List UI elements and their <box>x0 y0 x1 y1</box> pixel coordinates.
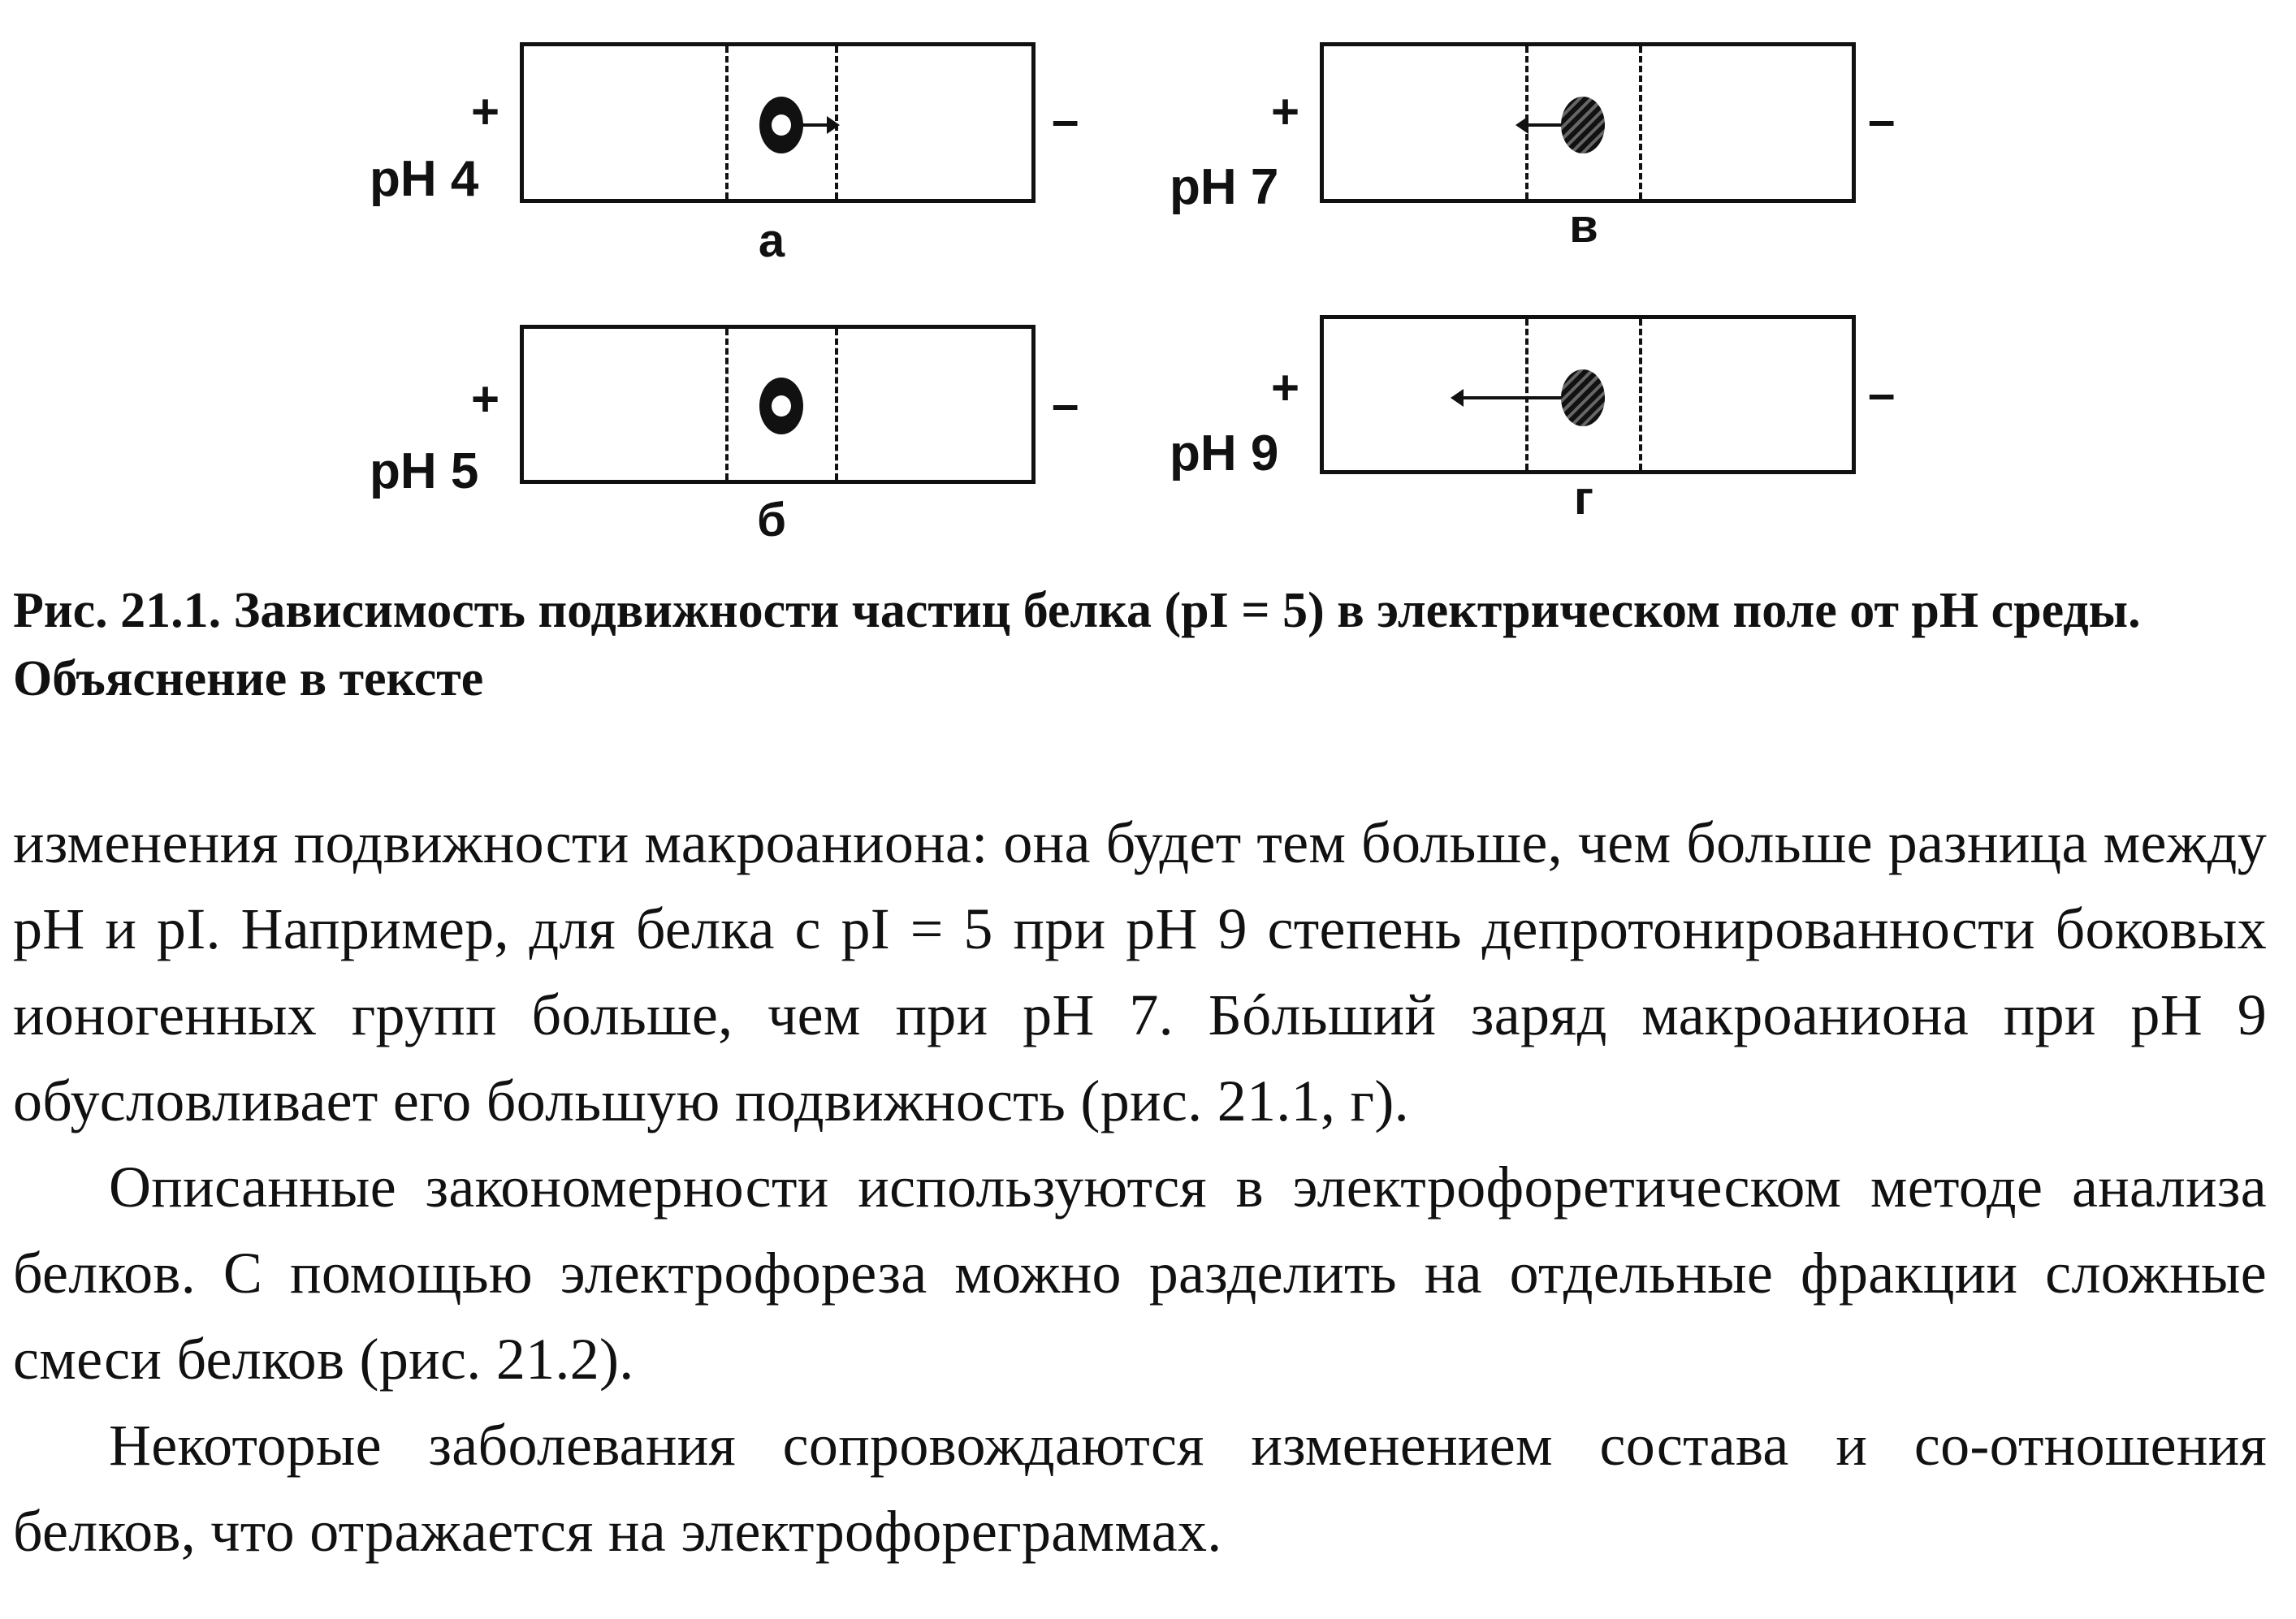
panel-letter: б <box>757 494 786 546</box>
gel-strip <box>520 325 1036 484</box>
ph-label: pH 7 <box>1170 159 1279 215</box>
plus-sign: + <box>1271 360 1300 415</box>
paragraph: Описанные закономерности используются в … <box>13 1155 2267 1392</box>
plus-sign: + <box>471 84 500 139</box>
electrophoresis-figure: + pH 4 – а + pH 7 – в + pH 5 – <box>0 0 2296 552</box>
protein-spot <box>1561 369 1605 426</box>
minus-sign: – <box>1868 366 1896 421</box>
panel-letter: в <box>1569 200 1598 253</box>
paragraph: Некоторые заболевания сопровождаются изм… <box>13 1413 2267 1564</box>
ph-label: pH 4 <box>370 151 479 207</box>
caption-text: Зависимость подвижности частиц белка (pI… <box>13 583 2141 706</box>
arrow-right <box>800 116 840 134</box>
start-line-left <box>725 329 729 480</box>
start-line-left <box>725 46 729 199</box>
protein-spot <box>1561 97 1605 153</box>
protein-spot <box>759 97 803 153</box>
arrow-left <box>1516 116 1561 134</box>
panel-letter: а <box>758 214 785 267</box>
start-line-right <box>1639 46 1642 199</box>
plus-sign: + <box>1271 84 1300 139</box>
minus-sign: – <box>1052 377 1079 431</box>
gel-strip <box>520 42 1036 203</box>
caption-label: Рис. 21.1. <box>13 583 222 638</box>
start-line-right <box>1639 319 1642 470</box>
paragraph: изменения подвижности макроаниона: она б… <box>13 810 2267 1133</box>
gel-strip <box>1320 42 1856 203</box>
minus-sign: – <box>1052 93 1079 147</box>
start-line-left <box>1525 319 1529 470</box>
gel-strip <box>1320 315 1856 474</box>
arrow-left <box>1451 389 1561 407</box>
minus-sign: – <box>1868 93 1896 147</box>
protein-spot <box>759 378 803 434</box>
start-line-right <box>835 329 838 480</box>
ph-label: pH 9 <box>1170 425 1279 481</box>
panel-letter: г <box>1573 472 1594 525</box>
figure-caption: Рис. 21.1. Зависимость подвижности части… <box>13 576 2279 713</box>
plus-sign: + <box>471 372 500 426</box>
ph-label: pH 5 <box>370 443 479 499</box>
body-text: изменения подвижности макроаниона: она б… <box>13 800 2267 1574</box>
